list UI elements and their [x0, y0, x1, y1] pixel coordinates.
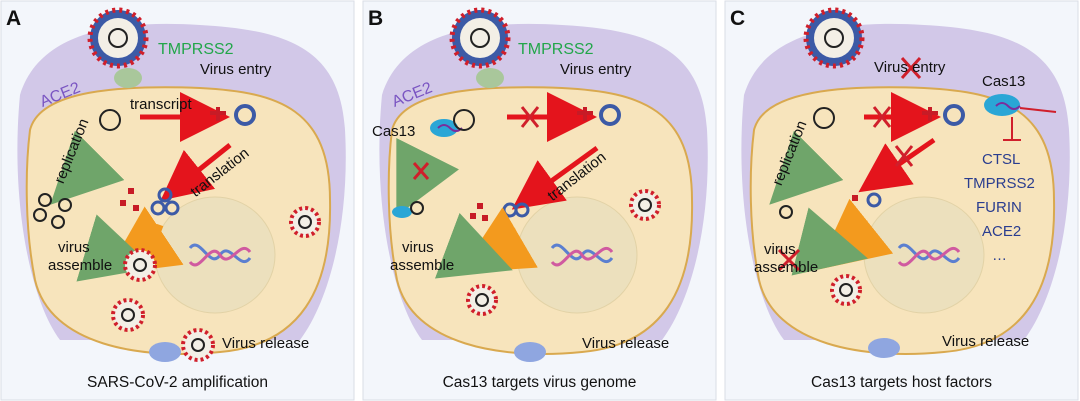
nucleus — [863, 196, 985, 314]
panel-caption: Cas13 targets host factors — [811, 374, 992, 391]
assemble-arrow-green — [791, 207, 868, 276]
panel-a: A TMPRSS2 ACE2 Virus entry transcript re… — [0, 0, 355, 401]
host-factor-label: CTSL — [982, 151, 1021, 168]
panel-b: B TMPRSS2 ACE2 Virus entry Cas13 transla… — [362, 0, 717, 401]
panel-a-drawing — [0, 0, 355, 401]
receptor-blob — [514, 342, 546, 362]
rna-ring-icon — [943, 104, 965, 126]
tmprss2-label: TMPRSS2 — [518, 41, 594, 58]
guide-line — [1019, 107, 1057, 113]
assemble-arrow-green — [434, 212, 513, 279]
nucleus — [516, 196, 638, 314]
cas13-icon — [430, 119, 458, 137]
protein-icon — [852, 195, 858, 201]
panel-c-drawing — [724, 0, 1079, 401]
virus-label: virus — [58, 239, 90, 256]
new-virus-icon — [830, 274, 862, 306]
assemble-label: assemble — [48, 257, 113, 274]
genome-copies — [33, 193, 72, 229]
virus-entry-label: Virus entry — [200, 61, 272, 78]
block-cross-icon — [520, 106, 540, 128]
virus-label: virus — [764, 241, 796, 258]
virus-label: virus — [402, 239, 434, 256]
inhibition-icon — [1003, 117, 1021, 141]
tmprss2-receptor — [114, 68, 142, 88]
virus-release-label: Virus release — [942, 333, 1030, 350]
block-cross-icon — [412, 162, 430, 180]
block-cross-icon — [777, 248, 801, 272]
receptor-blob — [868, 338, 900, 358]
protein-icon — [922, 107, 938, 121]
translation-arrow — [160, 143, 232, 201]
translation-arrow — [511, 145, 599, 210]
replication-arrow — [50, 130, 125, 205]
virus-icon — [449, 7, 511, 69]
tmprss2-label: TMPRSS2 — [158, 41, 234, 58]
virus-release-label: Virus release — [582, 335, 670, 352]
new-virus-icon — [289, 206, 321, 238]
protein-icon — [577, 107, 593, 121]
rna-genome-icon — [453, 109, 475, 131]
cas13-label: Cas13 — [372, 123, 416, 140]
cleaved-genome-icon — [410, 201, 424, 215]
new-virus-icon — [123, 248, 157, 282]
block-cross-icon — [900, 56, 922, 80]
panel-letter: B — [368, 7, 384, 30]
host-factor-label: TMPRSS2 — [964, 175, 1035, 192]
protein-icon — [210, 107, 226, 121]
host-factor-label: … — [992, 247, 1007, 264]
transcript-label: transcript — [130, 96, 192, 113]
rna-genome-icon — [813, 107, 835, 129]
block-cross-icon — [894, 145, 914, 167]
released-virus-icon — [181, 328, 215, 362]
assemble-label: assemble — [390, 257, 455, 274]
tmprss2-receptor — [476, 68, 504, 88]
crrna-icon — [437, 124, 463, 132]
host-factor-label: ACE2 — [982, 223, 1022, 240]
cas13-icon — [392, 206, 412, 218]
virus-entry-label: Virus entry — [874, 59, 946, 76]
dna-icon-strand — [897, 246, 961, 267]
host-factor-label: FURIN — [976, 199, 1022, 216]
crrna-icon — [995, 102, 1021, 110]
panel-b-drawing — [362, 0, 717, 401]
new-virus-icon — [466, 284, 498, 316]
virus-entry-label: Virus entry — [560, 61, 632, 78]
block-cross-icon — [872, 106, 892, 128]
panel-c: C Virus entry Cas13 replication virus as… — [724, 0, 1079, 401]
receptor-blob — [149, 342, 181, 362]
virus-release-label: Virus release — [222, 335, 310, 352]
dna-icon-strand — [550, 246, 614, 267]
replication-arrow — [396, 138, 459, 217]
replication-arrow — [769, 130, 844, 205]
virus-icon — [803, 7, 865, 69]
cas13-label: Cas13 — [982, 73, 1026, 90]
virus-icon — [87, 7, 149, 69]
dna-icon-strand — [188, 246, 252, 267]
rna-ring-icon — [599, 104, 621, 126]
panel-letter: A — [6, 7, 22, 30]
new-virus-icon — [111, 298, 145, 332]
cas13-icon — [984, 94, 1020, 116]
assemble-label: assemble — [754, 259, 819, 276]
panel-caption: SARS-CoV-2 amplification — [87, 374, 268, 391]
rna-ring-icon — [234, 104, 256, 126]
rna-genome-icon — [99, 109, 121, 131]
assemble-arrow-green — [76, 214, 154, 282]
new-virus-icon — [629, 189, 661, 221]
panel-caption: Cas13 targets virus genome — [442, 374, 637, 391]
panel-letter: C — [730, 7, 746, 30]
